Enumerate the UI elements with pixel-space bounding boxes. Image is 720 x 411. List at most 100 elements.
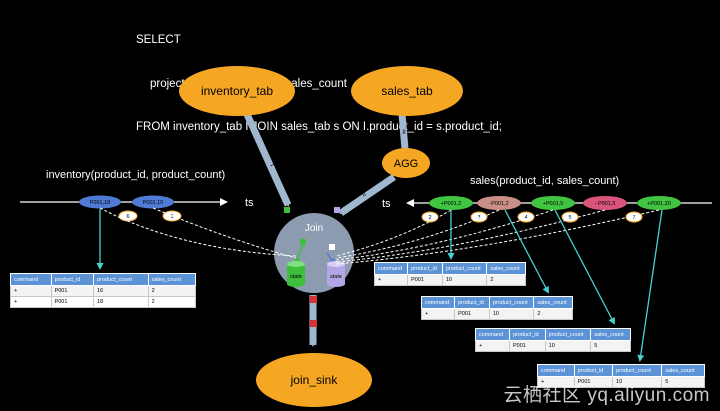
state-cylinder-left — [287, 261, 305, 287]
sales-event-5-label: +P001,20 — [647, 201, 671, 207]
table-row: + P001 10 2 — [373, 274, 526, 286]
inventory-marker-2-label: 1 — [170, 214, 173, 220]
dashed-path-inventory-2 — [152, 207, 297, 259]
sql-line-select: SELECT — [136, 34, 181, 46]
sales-event-2 — [477, 196, 521, 210]
edge-label-agg: II — [361, 191, 368, 199]
join-input-square-left — [300, 239, 306, 245]
column-header: sales_count — [661, 364, 705, 377]
node-join-label: Join — [305, 223, 323, 234]
sales-result-table-2: command product_id product_count sales_c… — [420, 296, 573, 320]
table-cell: P001 — [454, 308, 490, 320]
table-cell: 18 — [93, 296, 149, 308]
table-cell: 2 — [486, 274, 526, 286]
table-cell: P001 — [50, 285, 95, 297]
table-cell: + — [420, 308, 456, 320]
sales-marker-4-label: 5 — [568, 215, 571, 221]
state-cylinder-right — [327, 261, 345, 287]
edge-label-sales: II — [402, 129, 406, 136]
flow-arrow-inventory-to-join — [242, 110, 292, 207]
inventory-marker-1-label: 6 — [126, 214, 129, 220]
sales-event-3 — [531, 196, 575, 210]
node-join-sink — [256, 353, 372, 407]
column-header: product_count — [612, 364, 663, 377]
dashed-path-inventory-1 — [99, 207, 297, 257]
sales-event-1 — [429, 196, 473, 210]
table-cell: 10 — [544, 340, 592, 352]
dashed-path-sales-2 — [335, 209, 500, 259]
column-header: sales_count — [590, 328, 631, 341]
column-header: command — [475, 328, 510, 341]
node-inventory-tab-label: inventory_tab — [201, 84, 273, 98]
sales-result-table-3: command product_id product_count sales_c… — [475, 328, 631, 352]
column-header: product_id — [573, 364, 614, 377]
inventory-stream-label: inventory(product_id, product_count) — [46, 169, 225, 181]
inventory-event-1-label: P001,18 — [90, 200, 111, 206]
join-input-square-right — [329, 244, 335, 250]
sales-event-4-label: - P001,5 — [595, 201, 616, 207]
column-header: command — [10, 273, 52, 286]
node-sales-tab — [351, 66, 463, 116]
column-header: command — [373, 262, 409, 275]
column-header: product_count — [544, 328, 592, 341]
column-header: command — [537, 364, 575, 377]
table-cell: + — [475, 340, 510, 352]
flow-arrow-sales-to-agg — [398, 113, 409, 151]
table-cell: P001 — [573, 376, 614, 388]
table-row: + P001 16 2 — [10, 285, 197, 297]
node-agg — [382, 148, 430, 178]
column-header: product_count — [93, 273, 149, 286]
column-header: product_id — [454, 296, 490, 309]
table-row: + P001 18 2 — [10, 296, 197, 308]
node-sales-tab-label: sales_tab — [381, 84, 433, 98]
sql-line-from: FROM inventory_tab I JOIN sales_tab s ON… — [136, 121, 502, 133]
table-cell: 5 — [590, 340, 631, 352]
sales-marker-2 — [470, 211, 488, 223]
sales-marker-3-label: 4 — [524, 215, 527, 221]
table-cell: 10 — [488, 308, 535, 320]
node-agg-label: AGG — [394, 158, 418, 170]
table-row: + P001 10 5 — [475, 340, 631, 352]
column-header: product_id — [407, 262, 443, 275]
node-join-sink-label: join_sink — [290, 373, 339, 387]
sales-ts-label: ts — [382, 198, 391, 210]
sales-result-table-1: command product_id product_count sales_c… — [373, 262, 526, 286]
sales-event-2-label: -P001,2 — [489, 201, 508, 207]
table-cell: 2 — [533, 308, 573, 320]
column-header: product_id — [508, 328, 546, 341]
table-cell: + — [373, 274, 409, 286]
column-header: product_id — [50, 273, 95, 286]
dashed-path-sales-5 — [335, 209, 660, 265]
table-cell: + — [10, 285, 52, 297]
column-header: command — [420, 296, 456, 309]
sales-marker-1-label: 2 — [428, 215, 431, 221]
column-header: sales_count — [533, 296, 573, 309]
table-cell: + — [10, 296, 52, 308]
table-cell: P001 — [50, 296, 95, 308]
join-arrow-to-left-state — [294, 244, 304, 264]
flow-arrow-agg-to-join — [339, 174, 396, 216]
column-header: sales_count — [147, 273, 197, 286]
flow-marker-agg — [334, 207, 340, 213]
state-left-label: state — [290, 274, 302, 280]
watermark: 云栖社区 yq.aliyun.com — [503, 385, 710, 406]
inventory-event-1 — [79, 195, 121, 209]
sales-stream-label: sales(product_id, sales_count) — [470, 175, 619, 187]
dashed-path-sales-1 — [335, 209, 452, 257]
flow-marker-sink — [310, 296, 317, 303]
pointer-sales-result-2 — [504, 209, 549, 294]
inventory-ts-label: ts — [245, 197, 254, 209]
inventory-event-2 — [132, 195, 174, 209]
state-right-label: state — [330, 274, 342, 280]
inventory-result-table: command product_id product_count sales_c… — [10, 273, 197, 308]
table-cell: 2 — [147, 285, 197, 297]
sales-event-4 — [583, 196, 627, 210]
table-cell: 16 — [93, 285, 149, 297]
table-cell: P001 — [508, 340, 546, 352]
table-cell: 5 — [661, 376, 705, 388]
column-header: product_count — [488, 296, 535, 309]
sales-marker-1 — [421, 211, 439, 223]
dashed-path-sales-3 — [335, 209, 554, 261]
sales-result-table-4: command product_id product_count sales_c… — [537, 364, 705, 388]
